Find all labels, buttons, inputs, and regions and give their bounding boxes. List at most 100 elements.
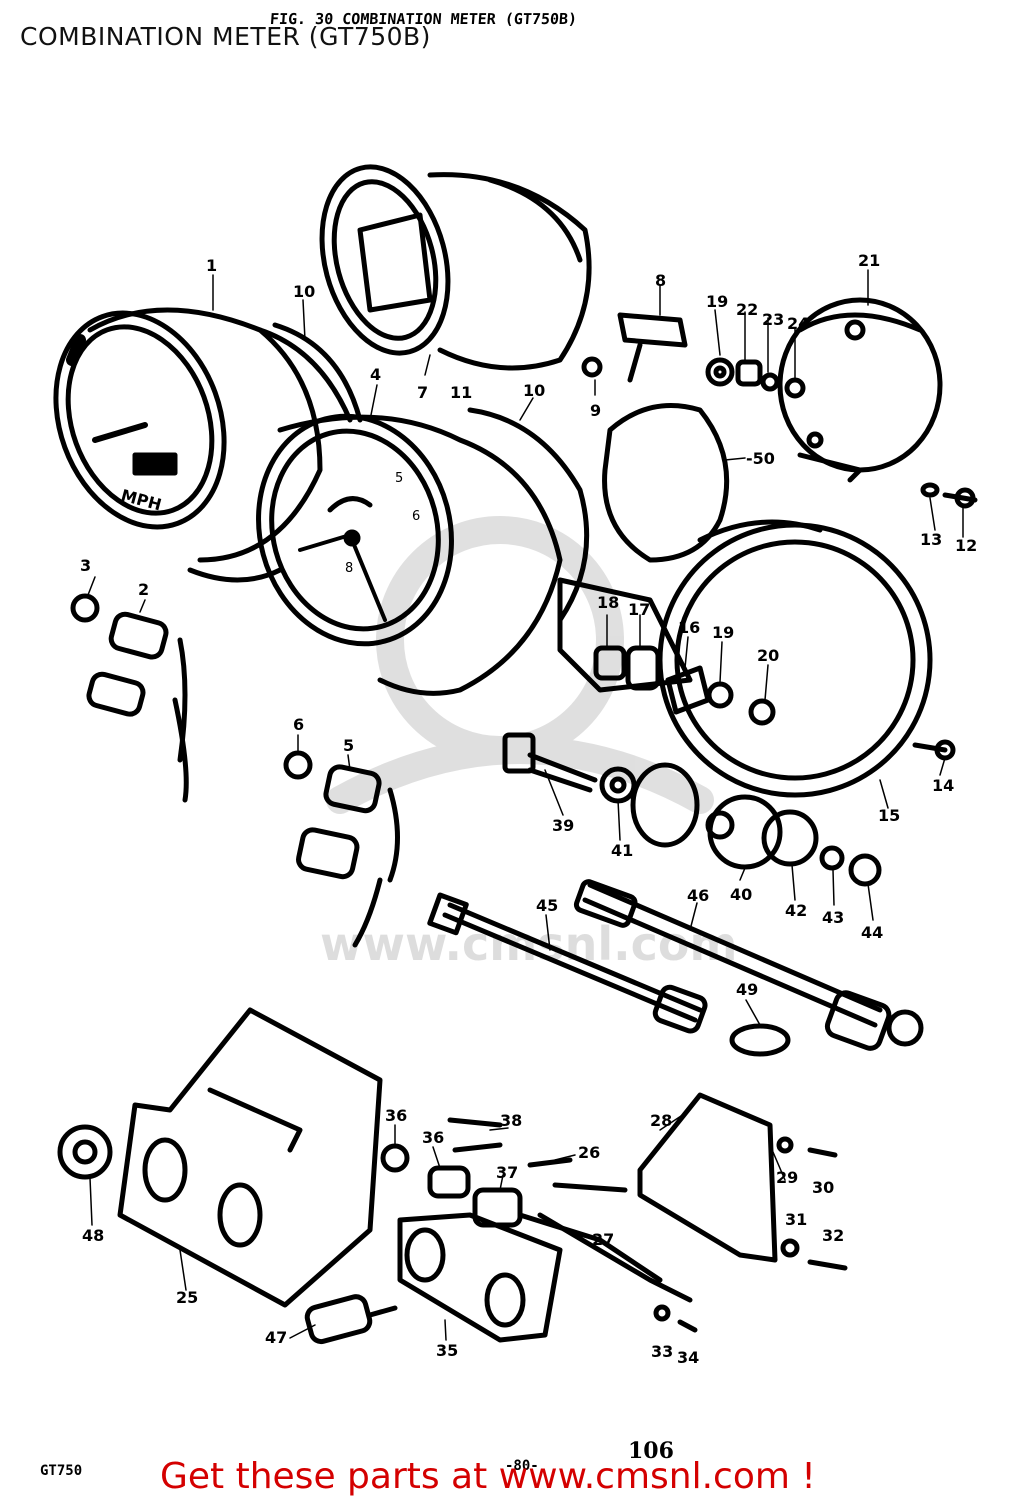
socket-lower-left: [86, 671, 189, 803]
model-code: GT750: [40, 1463, 83, 1479]
lockwasher-part-43: [819, 845, 845, 871]
callout-21: 21: [858, 251, 881, 270]
callout-20: 20: [757, 646, 780, 665]
callout-24: 24: [787, 314, 810, 333]
nut-part-20: [748, 698, 776, 726]
bulb-part-3: [70, 593, 100, 623]
callout-25: 25: [176, 1288, 199, 1307]
clip-part-24: [784, 377, 806, 399]
callout-30: 30: [812, 1178, 835, 1197]
callout-12: 12: [955, 536, 978, 555]
damper-part-40: [705, 794, 783, 870]
clamp-part-16: [665, 665, 711, 715]
callout-44: 44: [861, 923, 884, 942]
bulb-part-22: [735, 359, 763, 387]
callout-4: 4: [370, 365, 382, 384]
bulb-part-6: [283, 750, 313, 780]
callout-1: 1: [206, 256, 218, 275]
cable-part-46: [573, 879, 924, 1051]
callout-19b: 19: [712, 623, 735, 642]
callout-36a: 36: [385, 1106, 408, 1125]
washer-part-42: [761, 809, 819, 867]
bulb-part-18: [593, 645, 627, 681]
tacho-digit-5: 5: [395, 471, 403, 486]
washer-part-19: [705, 357, 735, 387]
callout-38: 38: [500, 1111, 523, 1130]
bulb-part-36b: [427, 1165, 471, 1199]
screw-part-34: [677, 1319, 698, 1333]
bulb-socket-part-8: [617, 312, 688, 383]
callout-49: 49: [736, 980, 759, 999]
lead-part-47: [304, 1294, 398, 1345]
page-number-small: -80-: [505, 1458, 539, 1474]
callout-47: 47: [265, 1328, 288, 1347]
callout-40: 40: [730, 885, 753, 904]
callout-17: 17: [628, 600, 651, 619]
bulb-part-17: [625, 645, 661, 691]
callout-16: 16: [678, 618, 701, 637]
callout-9: 9: [590, 401, 602, 420]
nut-part-44: [848, 853, 882, 887]
screw-part-12: [942, 487, 978, 509]
callout-48: 48: [82, 1226, 105, 1245]
bolt-part-39: [502, 732, 598, 793]
callout-22: 22: [736, 300, 759, 319]
socket-part-5: [323, 764, 400, 883]
callout-41: 41: [611, 841, 634, 860]
callout-32: 32: [822, 1226, 845, 1245]
spacer-plate: [630, 762, 700, 848]
bracket-part-35: [397, 1212, 563, 1343]
page-number: 106: [628, 1438, 674, 1464]
callout-2: 2: [138, 580, 150, 599]
meter-case-part-7: [319, 164, 592, 371]
bolt-part-30: [776, 1136, 838, 1158]
callout-50: -50: [746, 449, 775, 468]
callout-7: 7: [417, 383, 429, 402]
grommet-part-9: [581, 356, 603, 378]
watermark-text: www.cmsnl.com: [320, 917, 737, 971]
indicator-housing-part-21: [777, 297, 943, 483]
wire-part-26: [527, 1157, 628, 1193]
callout-19a: 19: [706, 292, 729, 311]
callout-23: 23: [762, 310, 785, 329]
callout-46: 46: [687, 886, 710, 905]
callout-28: 28: [650, 1111, 673, 1130]
callout-37: 37: [496, 1163, 519, 1182]
socket-part-37: [472, 1187, 663, 1283]
screw-part-14: [912, 739, 956, 761]
clamp-part-49: [729, 1023, 791, 1057]
tacho-digit-6: 6: [412, 509, 420, 524]
knob-part-48: [57, 1124, 113, 1180]
callout-14: 14: [932, 776, 955, 795]
bracket-plate-part-50: [557, 403, 730, 693]
callout-31: 31: [785, 1210, 808, 1229]
callout-8: 8: [655, 271, 667, 290]
callout-43: 43: [822, 908, 845, 927]
callout-34: 34: [677, 1348, 700, 1367]
panel-part-25: [117, 1007, 383, 1308]
nut-part-33: [653, 1304, 671, 1322]
callout-10a: 10: [293, 282, 316, 301]
callout-35: 35: [436, 1341, 459, 1360]
socket-part-2: [108, 611, 188, 763]
callout-6: 6: [293, 715, 305, 734]
bracket-part-28: [637, 1092, 778, 1263]
nut-part-31: [780, 1238, 800, 1258]
callout-11: 11: [450, 383, 473, 402]
callout-39: 39: [552, 816, 575, 835]
callout-15: 15: [878, 806, 901, 825]
callout-5: 5: [343, 736, 355, 755]
tachometer-part-4: 5 6 8: [256, 407, 590, 696]
page-title: COMBINATION METER (GT750B): [20, 22, 431, 51]
callout-3: 3: [80, 556, 92, 575]
washer-part-19b: [706, 681, 734, 709]
leader-lines: [87, 269, 964, 1341]
washer-part-13: [920, 482, 940, 498]
tacho-digit-8: 8: [345, 561, 353, 576]
callout-26: 26: [578, 1143, 601, 1162]
cmsnl-watermark: [326, 516, 714, 814]
callout-29: 29: [776, 1168, 799, 1187]
socket-lower-center: [296, 827, 383, 948]
buy-parts-link[interactable]: Get these parts at www.cmsnl.com !: [160, 1456, 816, 1497]
